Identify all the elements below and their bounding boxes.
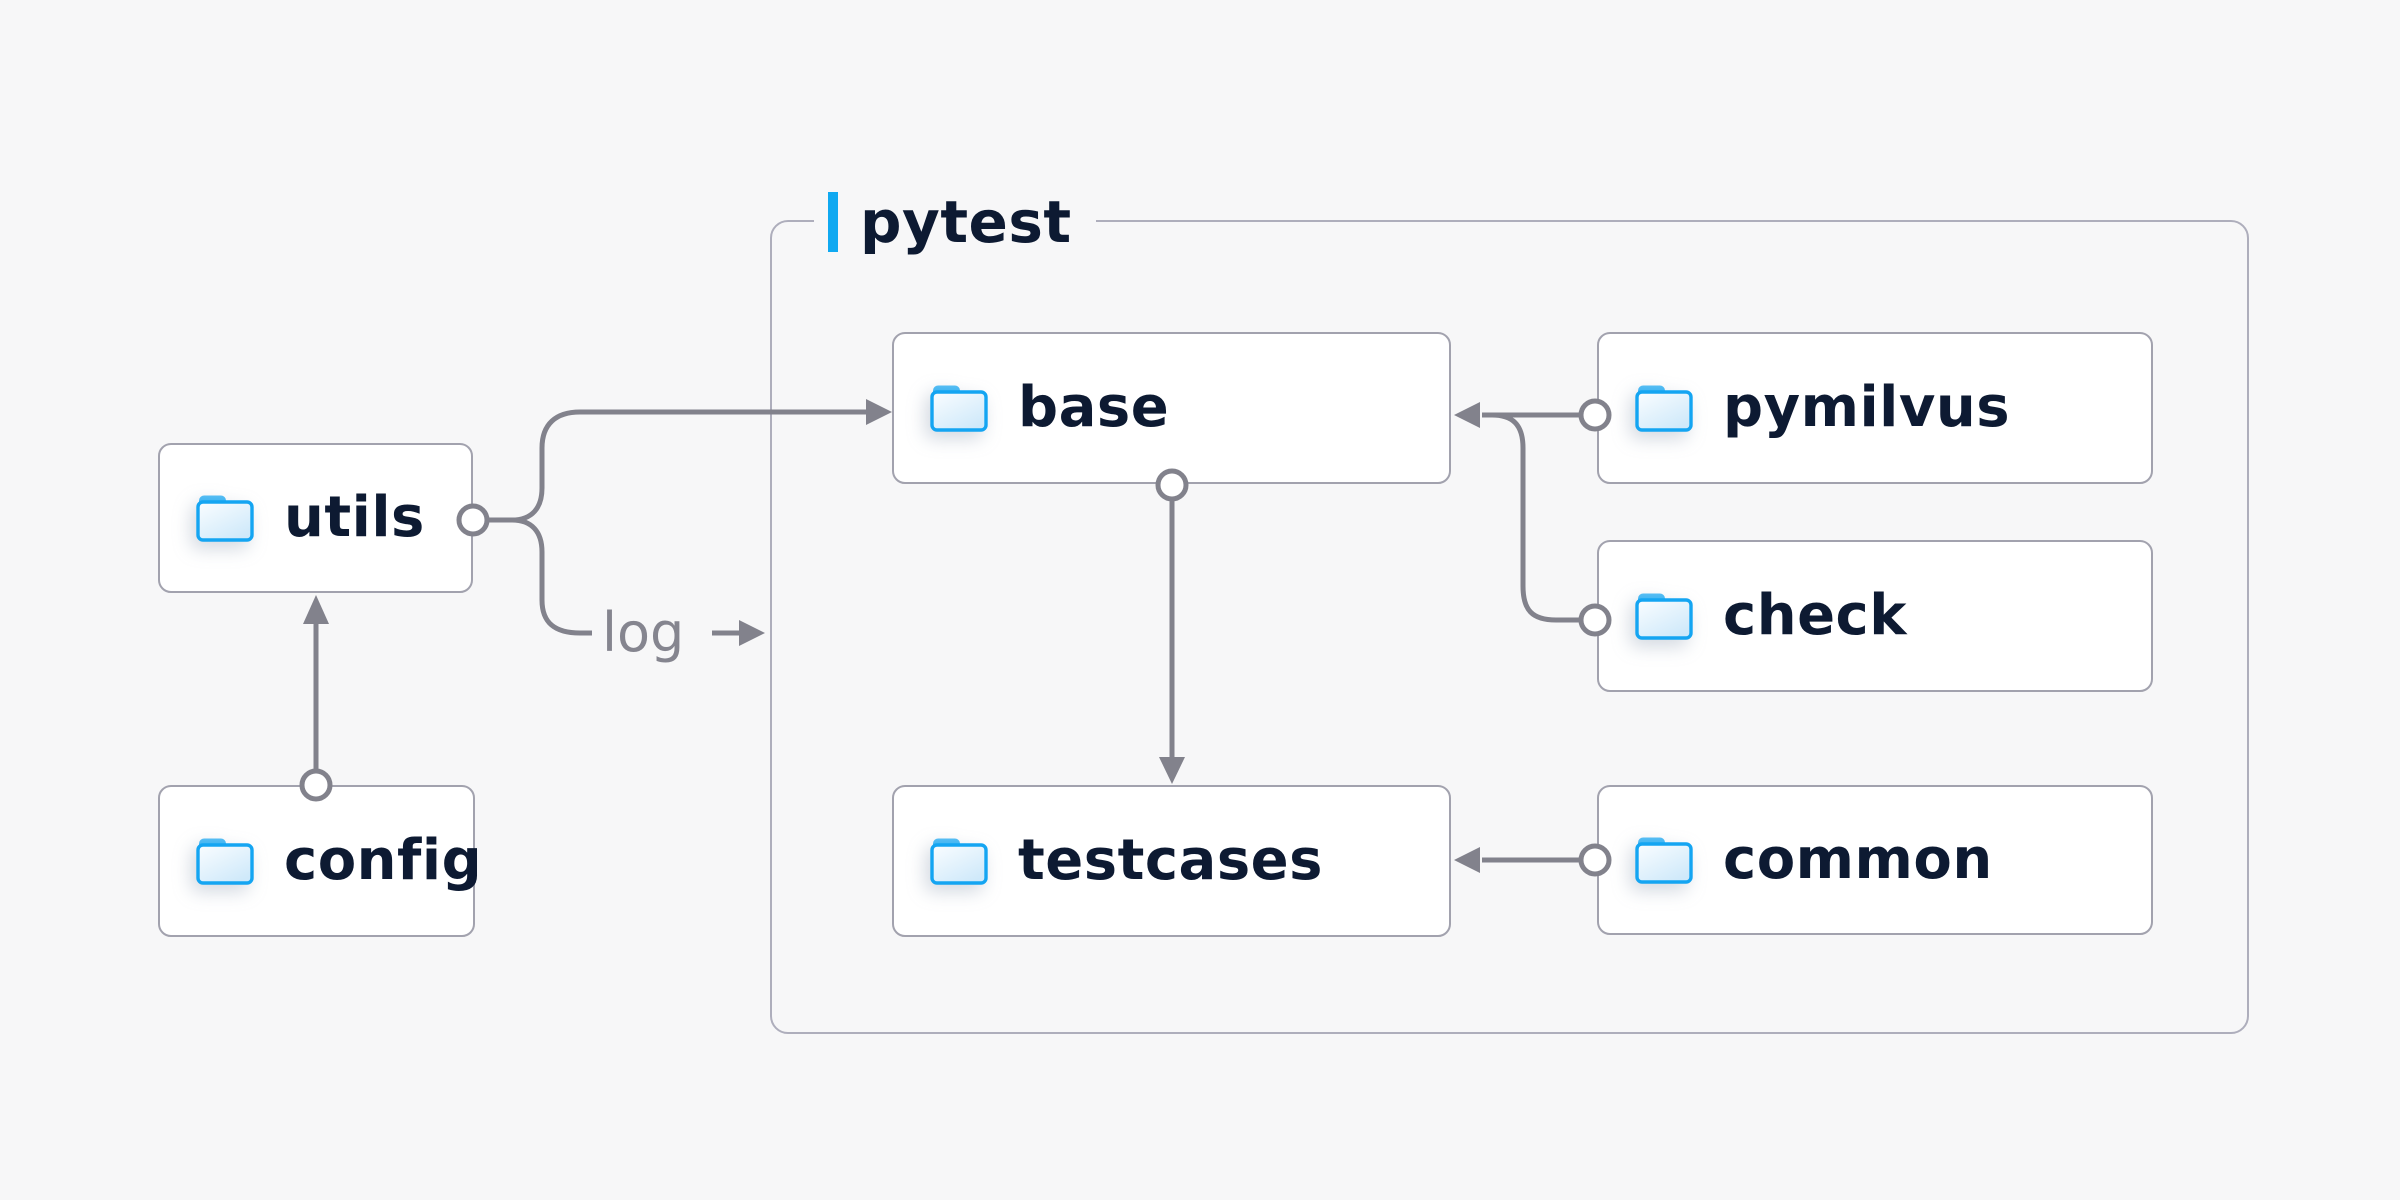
- pytest-group-container: pytest: [770, 188, 2249, 1034]
- node-utils: utils: [158, 443, 473, 593]
- arrowhead-up-icon: [303, 595, 329, 624]
- node-label: config: [284, 828, 483, 893]
- node-label: utils: [284, 485, 425, 550]
- node-testcases: testcases: [892, 785, 1451, 937]
- edge-utils-log: [511, 517, 592, 636]
- folder-icon: [930, 385, 988, 432]
- node-pymilvus: pymilvus: [1597, 332, 2153, 484]
- folder-icon: [1635, 593, 1693, 640]
- pytest-group-label: pytest: [814, 188, 1096, 256]
- folder-icon: [930, 838, 988, 885]
- node-label: common: [1723, 827, 1993, 892]
- node-label: testcases: [1018, 828, 1323, 893]
- folder-icon: [1635, 837, 1693, 884]
- node-label: base: [1018, 375, 1170, 440]
- node-label: check: [1723, 583, 1907, 648]
- node-config: config: [158, 785, 482, 937]
- folder-icon: [1635, 385, 1693, 432]
- node-common: common: [1597, 785, 2153, 935]
- node-label: pymilvus: [1723, 375, 2011, 440]
- node-check: check: [1597, 540, 2153, 692]
- folder-icon: [196, 495, 254, 542]
- node-base: base: [892, 332, 1451, 484]
- edge-label-log: log: [602, 601, 685, 664]
- group-label-text: pytest: [860, 188, 1072, 256]
- arrowhead-right-icon: [739, 620, 765, 646]
- accent-bar-icon: [828, 192, 838, 252]
- folder-icon: [196, 838, 254, 885]
